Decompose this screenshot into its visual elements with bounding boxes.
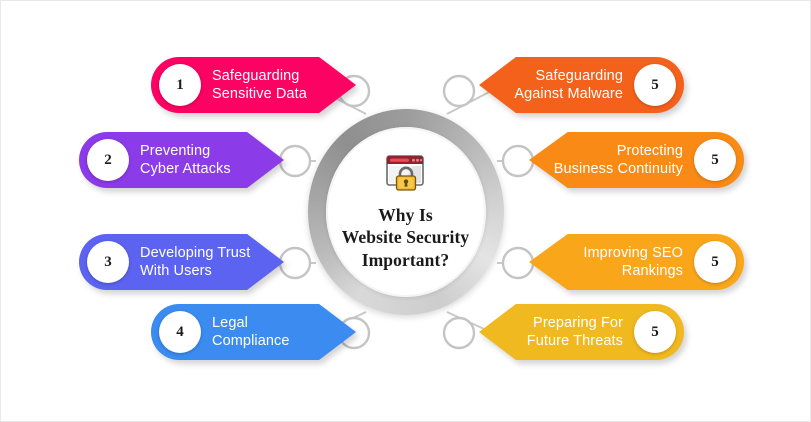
item-number-badge: 5 (694, 139, 736, 181)
title-line-2: Website Security (341, 227, 470, 248)
item-number-badge: 4 (159, 311, 201, 353)
item-label-line-2: With Users (140, 263, 212, 279)
item-label: Preparing For Future Threats (527, 314, 623, 351)
item-safeguarding-sensitive-data[interactable]: 1 Safeguarding Sensitive Data (151, 57, 356, 113)
browser-lock-icon (383, 153, 429, 198)
item-label-line-2: Business Continuity (553, 161, 683, 177)
item-preparing-for-future-threats[interactable]: Preparing For Future Threats 5 (479, 304, 684, 360)
item-label: Legal Compliance (212, 314, 290, 351)
item-label-line-1: Improving SEO (583, 244, 683, 261)
item-legal-compliance[interactable]: 4 Legal Compliance (151, 304, 356, 360)
item-label-line-1: Developing Trust (140, 244, 251, 261)
connector-node (442, 316, 476, 350)
center-hub: Why Is Website Security Important? (307, 109, 504, 315)
connector-node (278, 144, 312, 178)
item-label: Preventing Cyber Attacks (140, 142, 231, 179)
connector-node (278, 246, 312, 280)
item-label: Safeguarding Against Malware (514, 67, 623, 104)
item-label-line-2: Rankings (621, 263, 683, 279)
item-number-badge: 1 (159, 64, 201, 106)
item-improving-seo-rankings[interactable]: Improving SEO Rankings 5 (529, 234, 744, 290)
item-label-line-1: Legal (212, 314, 248, 331)
item-label: Improving SEO Rankings (583, 244, 683, 281)
title-line-1: Why Is (378, 204, 433, 225)
item-label: Protecting Business Continuity (554, 142, 683, 179)
item-label-line-1: Preventing (140, 142, 211, 159)
item-label-line-2: Cyber Attacks (140, 161, 231, 177)
item-label: Developing Trust With Users (140, 244, 250, 281)
connector-node (442, 74, 476, 108)
center-hub-inner: Why Is Website Security Important? (325, 127, 486, 297)
item-label: Safeguarding Sensitive Data (212, 67, 307, 104)
item-label-line-1: Protecting (616, 142, 683, 159)
item-label-line-1: Safeguarding (535, 67, 623, 84)
item-label-line-2: Sensitive Data (212, 86, 307, 102)
page-title: Why Is Website Security Important? (342, 204, 469, 271)
item-label-line-2: Future Threats (526, 333, 623, 349)
item-number-badge: 5 (694, 241, 736, 283)
item-label-line-1: Preparing For (533, 314, 623, 331)
item-preventing-cyber-attacks[interactable]: 2 Preventing Cyber Attacks (79, 132, 284, 188)
item-label-line-2: Compliance (212, 333, 290, 349)
item-protecting-business-continuity[interactable]: Protecting Business Continuity 5 (529, 132, 744, 188)
title-line-3: Important? (361, 249, 450, 270)
item-number-badge: 5 (634, 64, 676, 106)
item-number-badge: 5 (634, 311, 676, 353)
item-number-badge: 3 (87, 241, 129, 283)
item-label-line-2: Against Malware (514, 86, 623, 102)
item-number-badge: 2 (87, 139, 129, 181)
item-developing-trust-with-users[interactable]: 3 Developing Trust With Users (79, 234, 284, 290)
item-label-line-1: Safeguarding (212, 67, 300, 84)
item-safeguarding-against-malware[interactable]: Safeguarding Against Malware 5 (479, 57, 684, 113)
